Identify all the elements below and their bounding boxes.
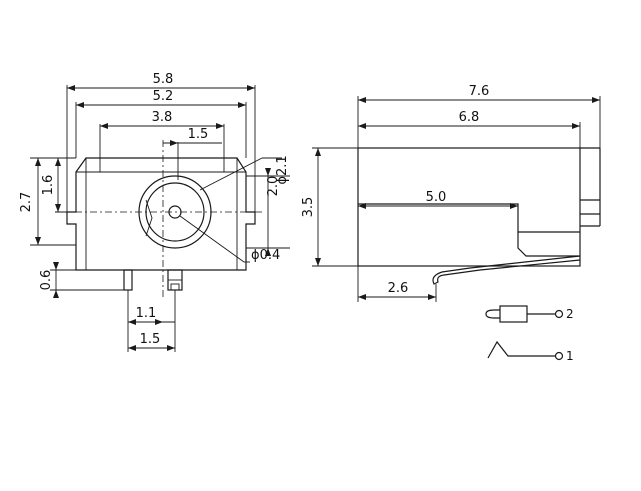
dim-side-height-label: 3.5	[301, 197, 316, 218]
spring-contact	[432, 255, 581, 285]
dim-hole-diameter-label: ϕ2.1	[275, 155, 290, 184]
schematic-symbol: 2 1	[485, 305, 574, 363]
dim-side-length-total-label: 7.6	[469, 84, 490, 99]
terminal-1-circle	[554, 351, 564, 361]
dim-side-length-body-label: 6.8	[459, 110, 480, 125]
side-body-outline	[357, 147, 581, 267]
dim-height-center-label: 1.6	[41, 175, 56, 196]
switch-contact-symbol	[487, 340, 555, 359]
terminal-2-circle	[554, 309, 564, 319]
terminal-1-label: 1	[566, 349, 574, 363]
dim-width-body-label: 5.2	[153, 89, 174, 104]
plug-pin-symbol	[485, 309, 500, 319]
dim-pin-offset-large-label: 1.5	[140, 332, 161, 347]
dim-pin-offset-small-label: 1.1	[136, 306, 157, 321]
dim-contact-offset-label: 2.6	[388, 281, 409, 296]
terminal-2-label: 2	[566, 307, 574, 321]
dim-pin-diameter-label: ϕ0.4	[251, 248, 280, 263]
front-body-outline	[66, 157, 256, 271]
dim-width-total-label: 5.8	[153, 72, 174, 87]
side-view: 7.6 6.8 5.0 3.5 2.6	[301, 84, 601, 302]
dim-side-length-pin-label: 5.0	[426, 190, 447, 205]
bottom-pin-left	[123, 269, 133, 291]
dim-width-inner-label: 3.8	[152, 110, 173, 125]
dim-offset-center-label: 1.5	[188, 127, 209, 142]
dim-pin-height-label: 0.6	[39, 270, 54, 291]
dim-hole-height-label: 2.0	[266, 176, 281, 197]
front-view: 5.8 5.2 3.8 1.5 2.7 1.6 0	[19, 72, 290, 352]
dim-height-total-label: 2.7	[19, 192, 34, 213]
